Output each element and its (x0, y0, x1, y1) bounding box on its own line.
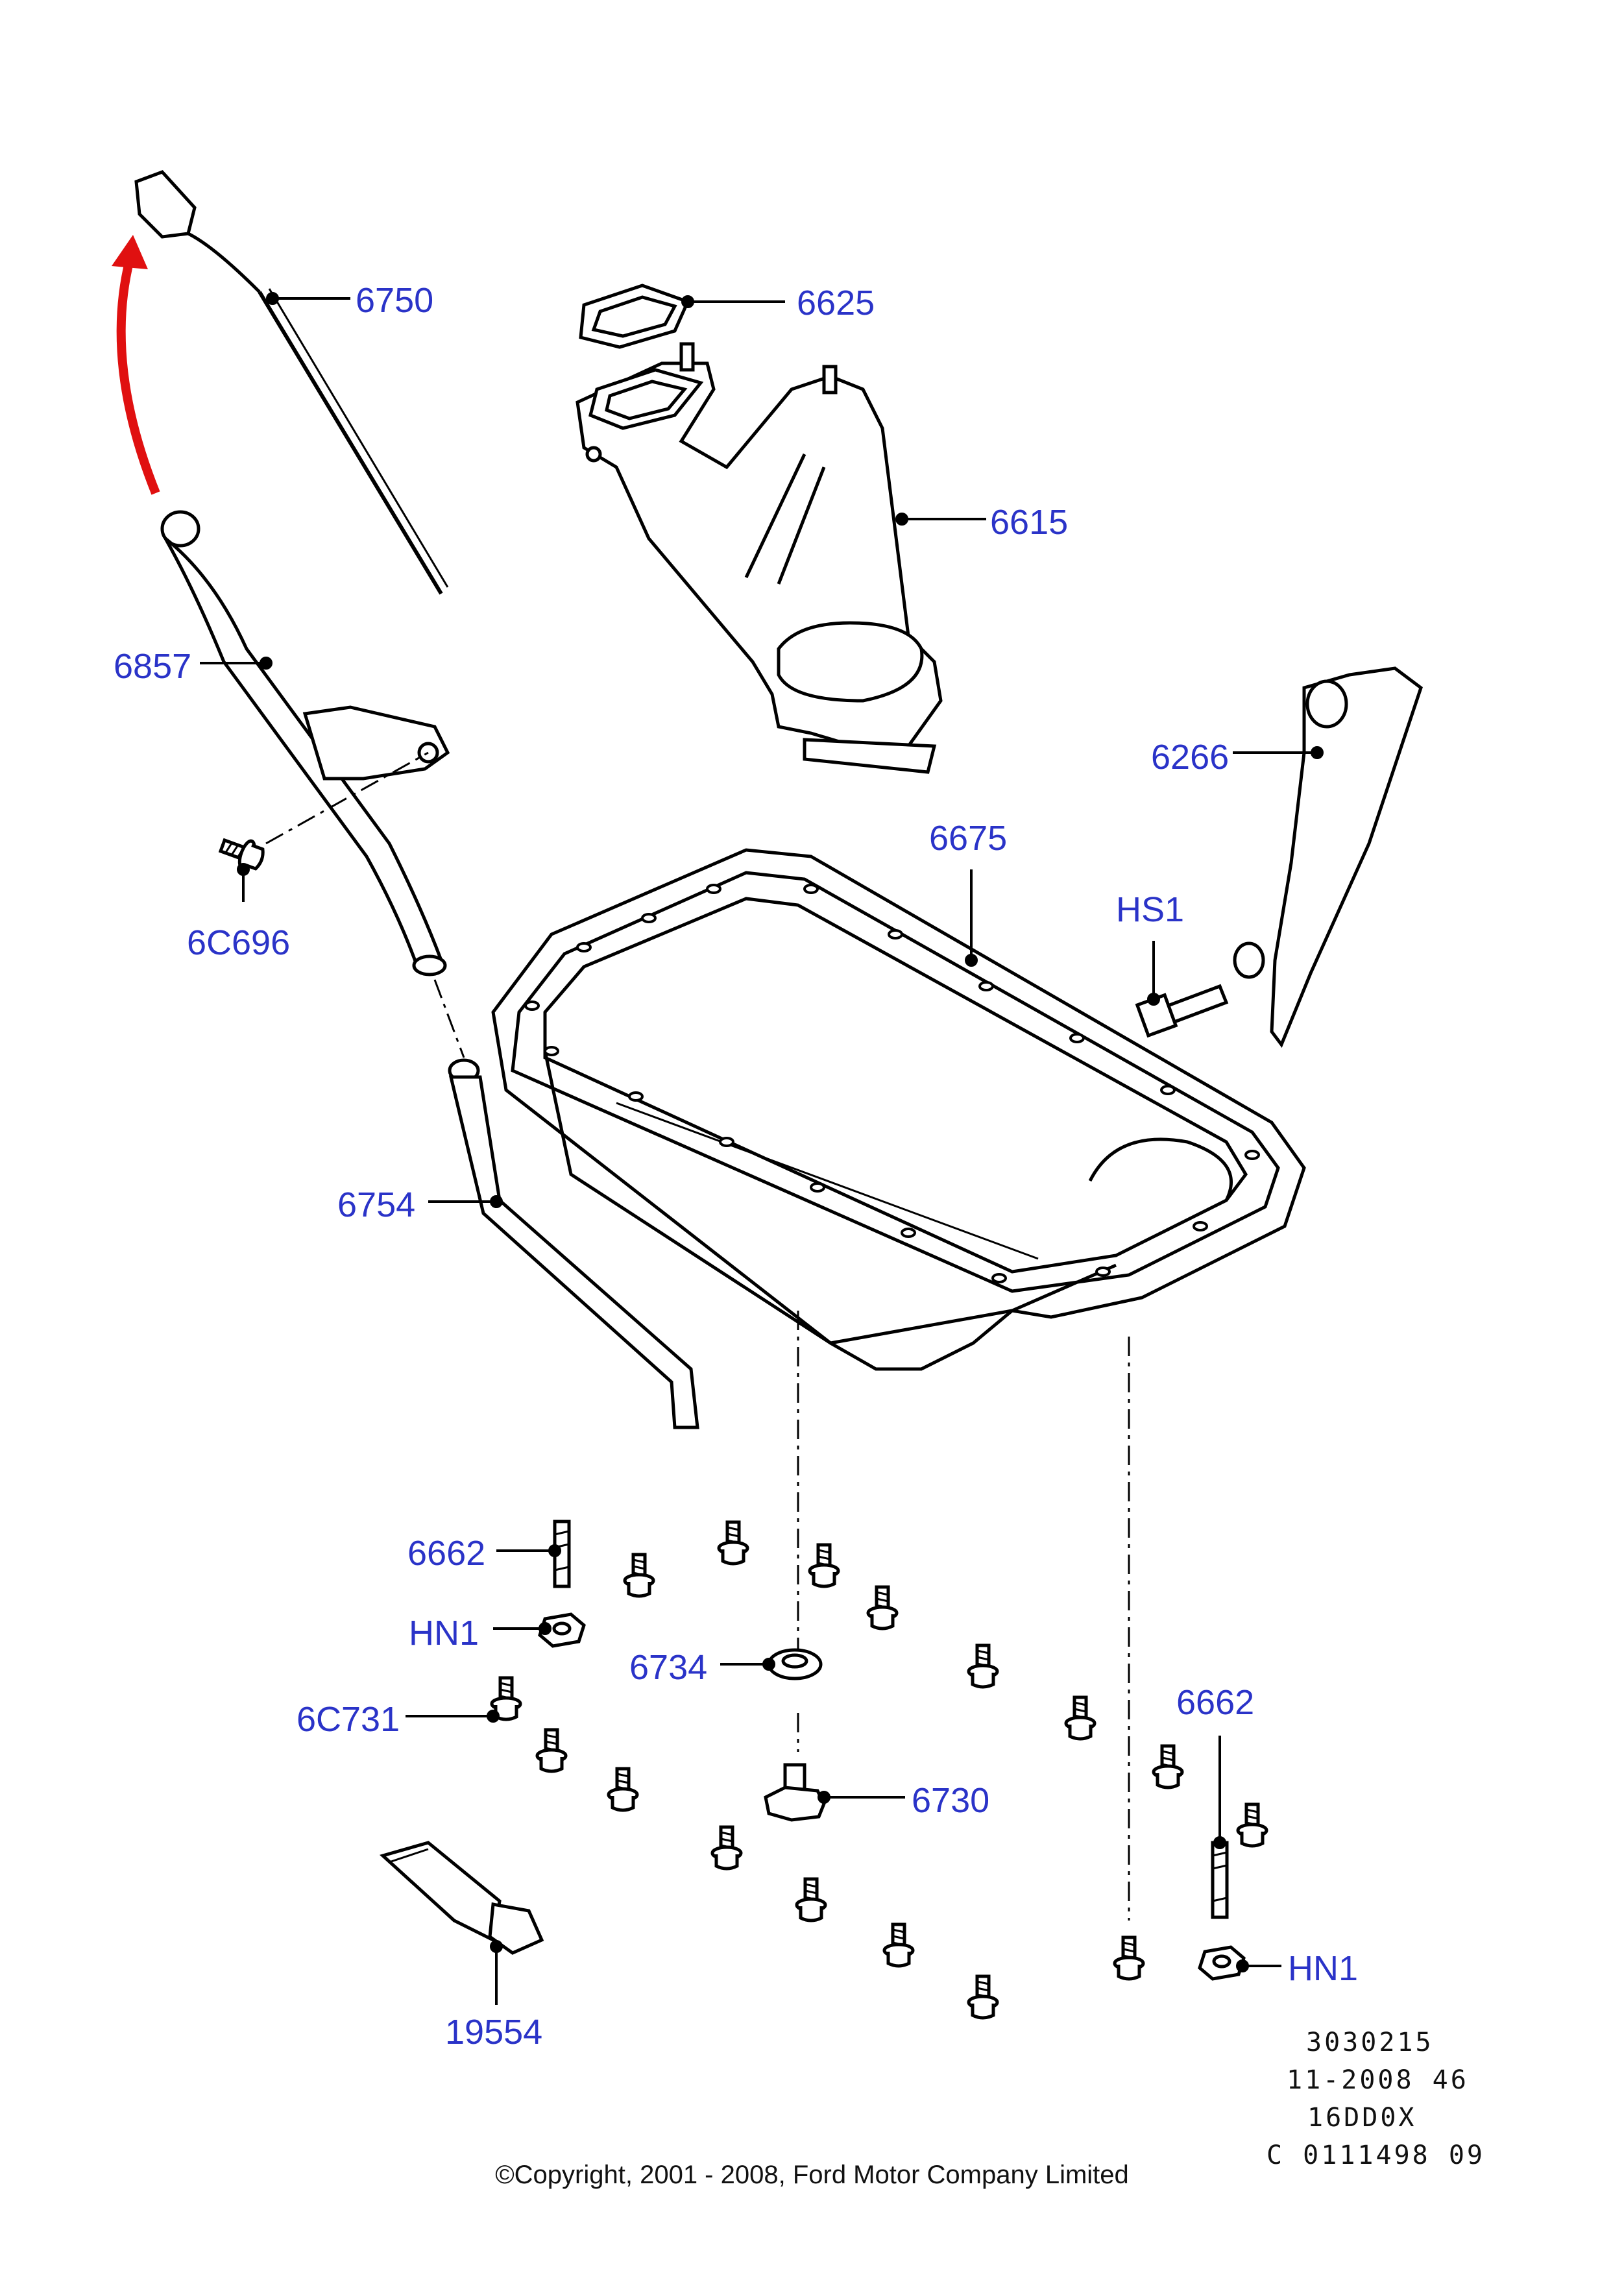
direction-arrow (112, 235, 160, 495)
oil-pan (491, 848, 1306, 1371)
label-19554: 19554 (445, 2013, 543, 2052)
pan-flange-holes (524, 884, 1260, 1283)
reference-catalog: C 0111498 09 (1266, 2140, 1485, 2170)
label-6625: 6625 (797, 284, 875, 322)
dipstick-tube-upper (160, 510, 450, 976)
label-6662-left: 6662 (407, 1534, 486, 1573)
washer (767, 1648, 823, 1680)
pan-bolts (492, 1522, 1266, 2018)
label-hn1-right: HN1 (1288, 1949, 1359, 1988)
dipstick (134, 170, 449, 595)
bolt-hs1 (1135, 984, 1229, 1038)
gasket (579, 284, 690, 349)
stud-right (1211, 1841, 1229, 1919)
label-6c696: 6C696 (187, 923, 291, 962)
reference-code: 16DD0X (1307, 2103, 1417, 2133)
label-6734: 6734 (629, 1648, 708, 1687)
label-6c731: 6C731 (297, 1700, 400, 1739)
label-6750: 6750 (356, 281, 434, 320)
label-6662-right: 6662 (1176, 1683, 1255, 1722)
drain-plug (764, 1763, 826, 1822)
label-hs1: HS1 (1116, 890, 1185, 929)
label-hn1-left: HN1 (409, 1614, 479, 1653)
leader-lines (200, 292, 1324, 2005)
nut-right (1198, 1945, 1246, 1981)
label-6266: 6266 (1151, 738, 1230, 777)
sealant-tube (379, 1841, 544, 1955)
copyright-notice: ©Copyright, 2001 - 2008, Ford Motor Comp… (495, 2161, 1129, 2189)
oil-pickup (576, 342, 943, 774)
nut-left (538, 1612, 586, 1648)
dipstick-tube-lower (448, 1058, 699, 1429)
label-6730: 6730 (912, 1781, 990, 1820)
reference-date: 11-2008 46 (1287, 2065, 1469, 2095)
label-6754: 6754 (337, 1185, 416, 1224)
label-6615: 6615 (990, 503, 1069, 542)
label-6675: 6675 (929, 819, 1008, 858)
baffle (1233, 666, 1423, 1049)
label-6857: 6857 (114, 647, 192, 686)
reference-number: 3030215 (1306, 2028, 1434, 2057)
